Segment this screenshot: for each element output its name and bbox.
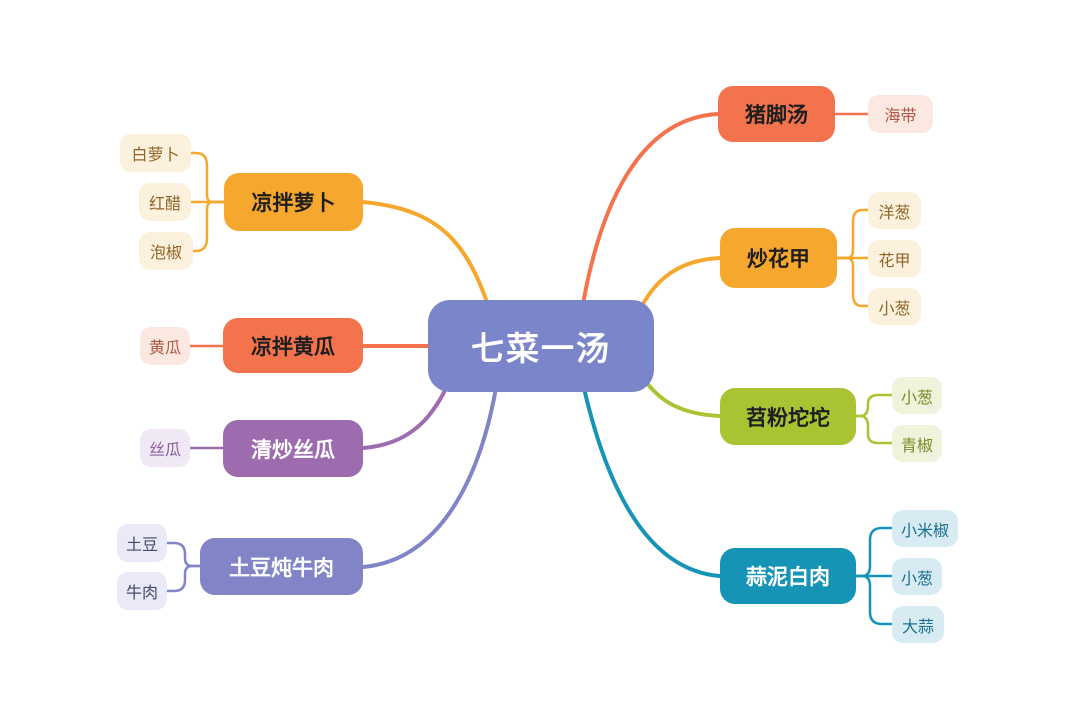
connector-garlic-pork-to-garlic bbox=[854, 574, 894, 626]
branch-node-radish-salad[interactable]: 凉拌萝卜 bbox=[224, 173, 363, 231]
branch-node-fried-clams[interactable]: 炒花甲 bbox=[720, 228, 837, 288]
branch-node-pork-trotter-soup[interactable]: 猪脚汤 bbox=[718, 86, 835, 142]
branch-node-potato-beef-stew[interactable]: 土豆炖牛肉 bbox=[200, 538, 363, 595]
root-node-seven-dishes-one-soup[interactable]: 七菜一汤 bbox=[428, 300, 654, 392]
branch-node-cucumber-salad[interactable]: 凉拌黄瓜 bbox=[223, 318, 363, 373]
child-node-scallion-1[interactable]: 小葱 bbox=[868, 288, 921, 325]
child-node-loofah[interactable]: 丝瓜 bbox=[140, 429, 190, 467]
child-node-beef[interactable]: 牛肉 bbox=[117, 572, 167, 610]
branch-node-sweet-potato-noodle-lumps[interactable]: 苕粉坨坨 bbox=[720, 388, 856, 445]
child-node-chili-pepper[interactable]: 小米椒 bbox=[892, 510, 958, 547]
connector-garlic-pork-to-chili bbox=[854, 526, 894, 578]
connector-potato-beef-to-beef bbox=[165, 564, 202, 593]
child-node-scallion-3[interactable]: 小葱 bbox=[892, 558, 942, 595]
child-node-onion[interactable]: 洋葱 bbox=[868, 192, 921, 229]
child-node-kelp[interactable]: 海带 bbox=[868, 95, 933, 133]
connector-fried-clams-to-scallion bbox=[835, 256, 870, 308]
child-node-white-radish[interactable]: 白萝卜 bbox=[120, 134, 191, 172]
connector-center-to-pork-trotter-soup bbox=[578, 112, 720, 324]
child-node-red-vinegar[interactable]: 红醋 bbox=[139, 183, 191, 221]
branch-node-garlic-pork[interactable]: 蒜泥白肉 bbox=[720, 548, 856, 604]
connector-center-to-potato-beef-stew bbox=[361, 374, 500, 569]
child-node-potato[interactable]: 土豆 bbox=[117, 524, 167, 562]
connector-noodle-lumps-to-scallion bbox=[854, 393, 894, 418]
child-node-garlic[interactable]: 大蒜 bbox=[892, 606, 944, 643]
connector-potato-beef-to-potato bbox=[165, 541, 202, 568]
connector-noodle-lumps-to-green-pepper bbox=[854, 414, 894, 445]
child-node-pickled-pepper[interactable]: 泡椒 bbox=[139, 232, 193, 270]
child-node-clams[interactable]: 花甲 bbox=[868, 240, 921, 277]
connector-center-to-garlic-pork bbox=[578, 368, 722, 578]
child-node-green-pepper[interactable]: 青椒 bbox=[892, 425, 942, 462]
connector-radish-salad-to-white-radish bbox=[189, 151, 226, 204]
connector-fried-clams-to-onion bbox=[835, 208, 870, 260]
connector-radish-salad-to-pickled-pepper bbox=[191, 200, 226, 253]
child-node-cucumber[interactable]: 黄瓜 bbox=[140, 327, 190, 365]
child-node-scallion-2[interactable]: 小葱 bbox=[892, 377, 942, 414]
branch-node-fried-loofah[interactable]: 清炒丝瓜 bbox=[223, 420, 363, 477]
